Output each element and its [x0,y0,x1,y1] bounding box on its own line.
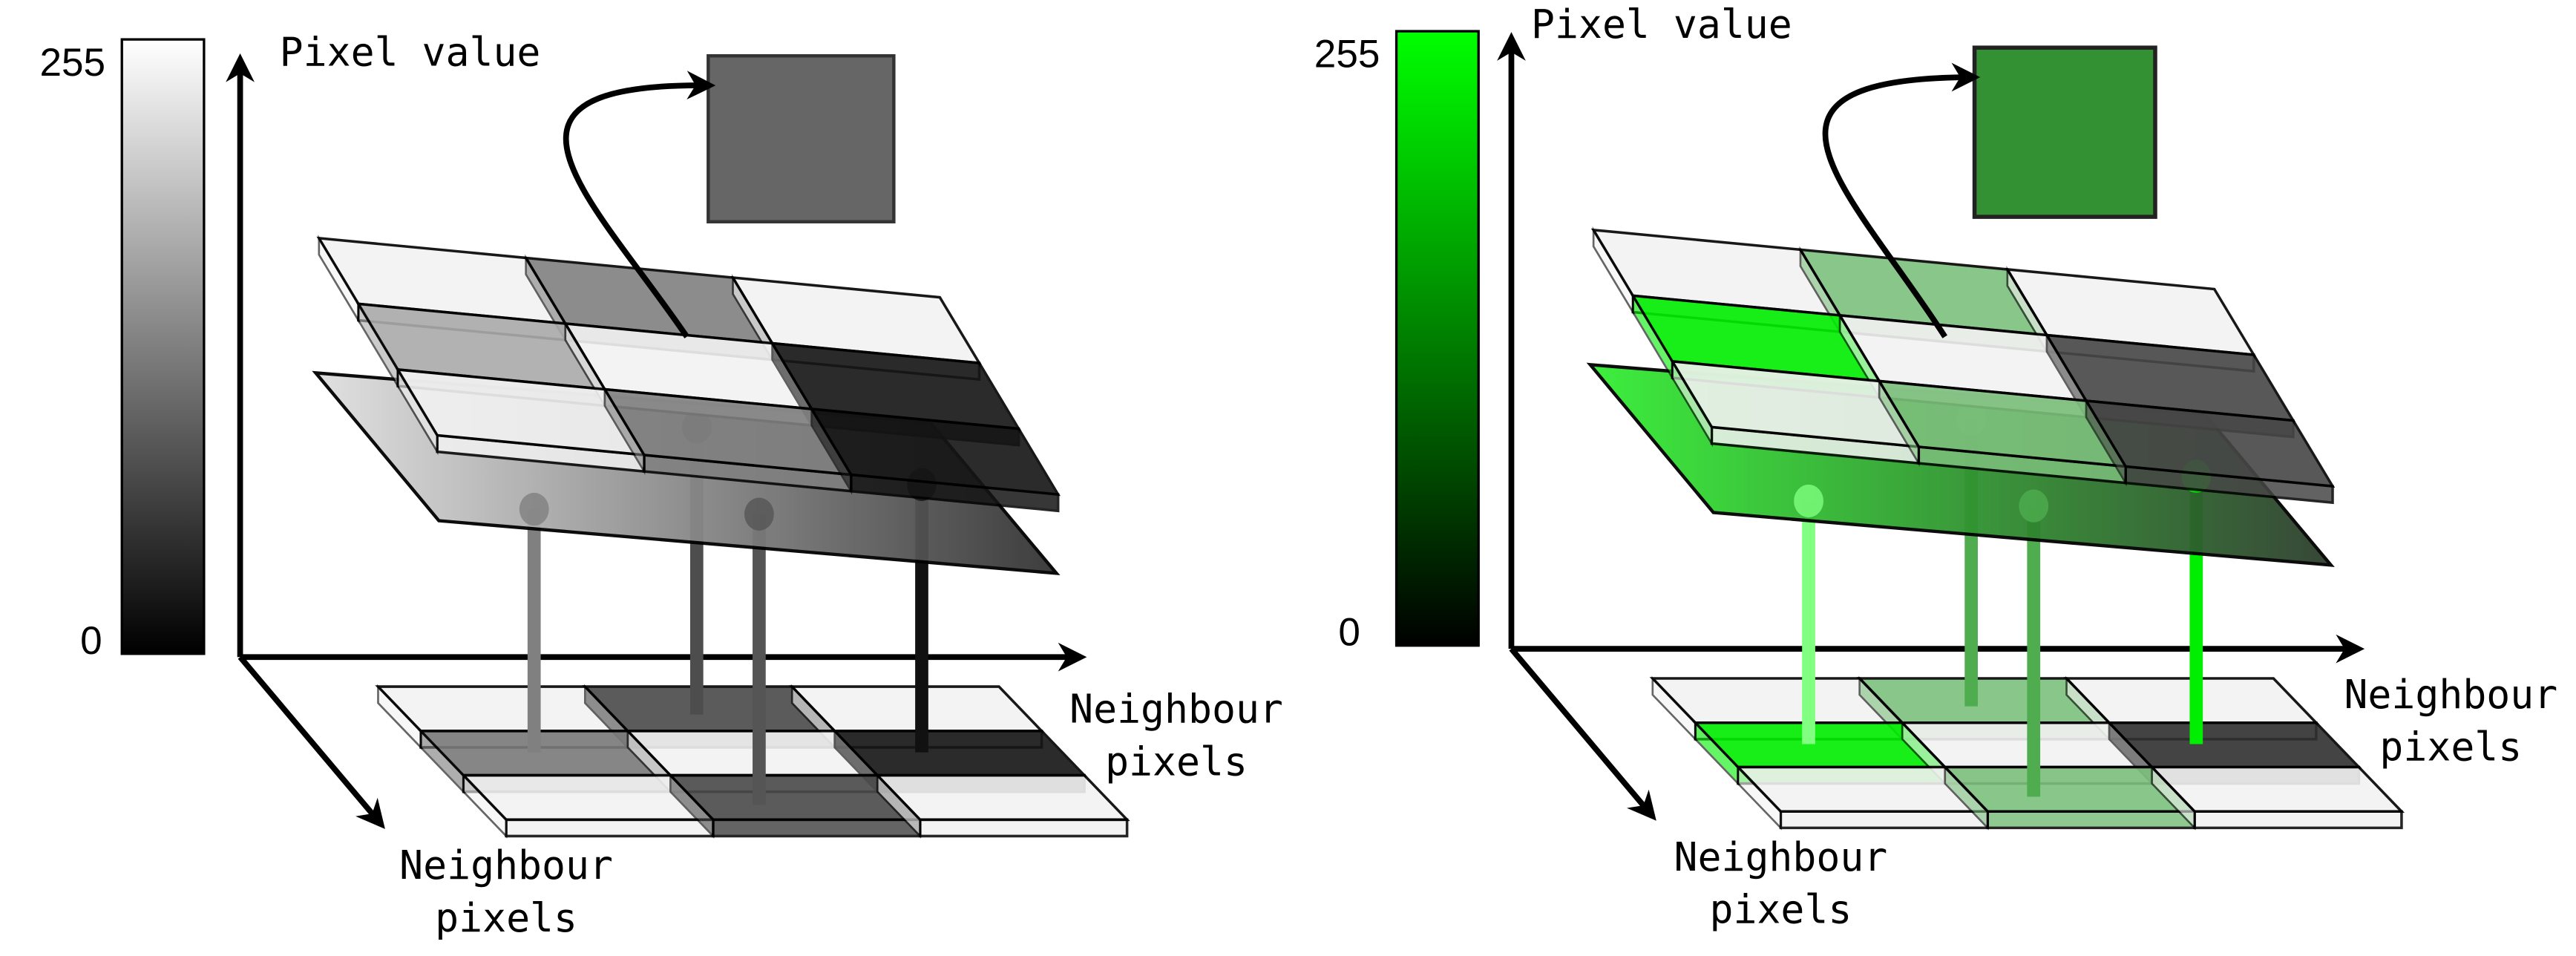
colorbar-min-label: 0 [1338,611,1360,655]
stem-head [744,497,774,531]
y-axis-label: Pixel value [280,30,541,76]
result-pixel [1972,45,2157,219]
x-axis-label-line2: pixels [2379,724,2522,770]
cell-front-face [1779,810,1990,830]
panel-grayscale: 255 0 Pixel value Neighbour pixels Neigh… [39,30,1282,941]
input-grid [1649,675,2405,831]
panel-green: 255 0 Pixel value Neighbour pixels Neigh… [1314,1,2557,933]
cell-front-face [505,818,715,838]
cell-top-face [2149,765,2405,813]
y-axis-label: Pixel value [1531,1,1792,48]
z-axis [1509,646,1656,821]
cell-top-face [809,407,1061,497]
cell-top-face [874,773,1130,822]
colorbar [1394,30,1480,647]
colorbar-max-label: 255 [39,41,105,85]
cell-top-face [2105,721,2362,769]
input-pixel-cell [874,773,1130,839]
kernel-pixel-cell [1876,377,2128,485]
kernel-grid [316,235,1061,513]
colorbar-max-label: 255 [1314,33,1380,76]
stem-head [2019,489,2049,523]
input-pixel-cell [2149,765,2405,831]
input-grid [375,684,1130,839]
x-axis-label-line1: Neighbour [1069,687,1283,733]
stem-head [519,492,549,526]
cell-front-face [2193,810,2403,830]
cell-front-face [1986,810,2196,830]
cell-top-face [831,730,1088,777]
cell-front-face [712,818,922,838]
kernel-pixel-cell [602,385,854,493]
z-axis-label-line1: Neighbour [399,842,613,888]
z-axis-label-line2: pixels [1709,887,1852,933]
kernel-pixel-cell [2083,397,2336,505]
cell-top-face [2083,399,2336,488]
kernel-grid [1590,226,2336,505]
x-axis-label-line2: pixels [1105,739,1248,785]
cell-front-face [919,818,1129,838]
z-axis [237,655,385,829]
result-pixel [707,54,896,223]
colorbar [120,38,206,655]
stem-head [1794,484,1823,518]
result-arrow [1822,62,1981,338]
colorbar-min-label: 0 [80,619,102,663]
z-axis-label-line1: Neighbour [1674,834,1888,880]
kernel-pixel-cell [395,366,647,474]
z-axis-label-line2: pixels [435,895,577,941]
input-pixel-cell [460,773,717,839]
result-arrow [563,71,716,338]
kernel-pixel-cell [809,405,1061,513]
x-axis-label-line1: Neighbour [2344,672,2557,718]
